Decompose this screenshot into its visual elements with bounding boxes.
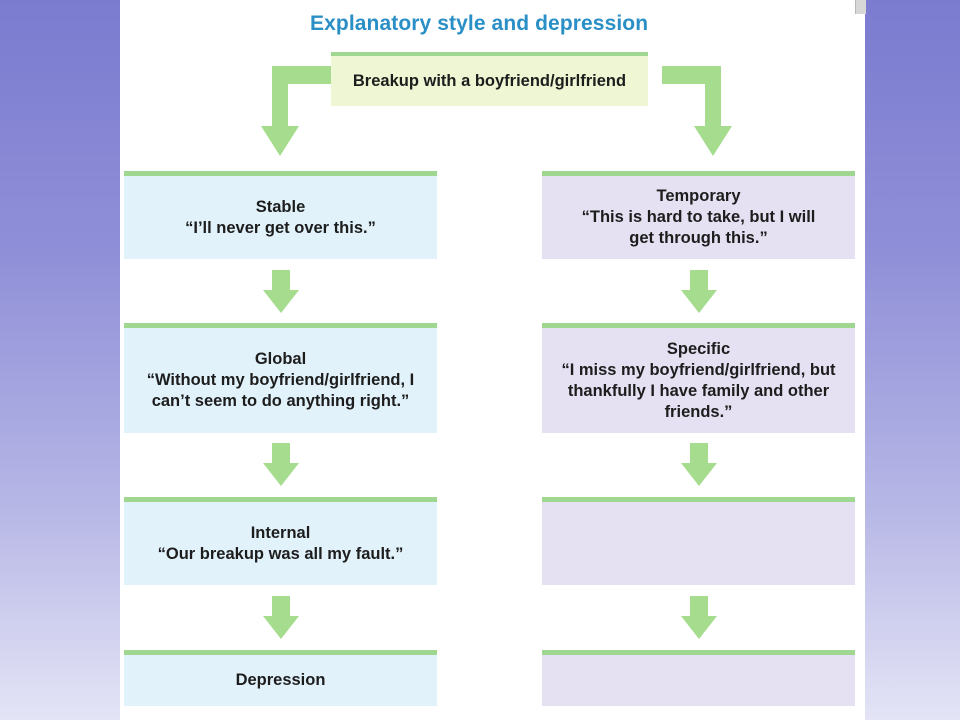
- specific-heading: Specific: [666, 339, 731, 358]
- down-arrow-left-2: [263, 443, 299, 486]
- internal-heading: Internal: [250, 523, 311, 542]
- temporary-heading: Temporary: [656, 187, 741, 205]
- depression-heading: Depression: [235, 671, 326, 689]
- specific-box: Specific “I miss my boyfriend/girlfriend…: [542, 323, 855, 433]
- global-heading: Global: [254, 350, 307, 368]
- internal-quote: “Our breakup was all my fault.”: [157, 544, 404, 563]
- left-elbow-arrow: [261, 66, 331, 156]
- down-arrow-left-1: [263, 270, 299, 313]
- temporary-box: Temporary “This is hard to take, but I w…: [542, 171, 855, 259]
- global-box: Global “Without my boyfriend/girlfriend,…: [124, 323, 437, 433]
- stable-heading: Stable: [255, 197, 306, 216]
- stable-quote: “I’ll never get over this.”: [185, 218, 376, 237]
- down-arrow-left-3: [263, 596, 299, 639]
- down-arrow-right-1: [681, 270, 717, 313]
- stable-box: Stable “I’ll never get over this.”: [124, 171, 437, 259]
- global-quote: “Without my boyfriend/girlfriend, I can’…: [146, 371, 415, 410]
- root-box: Breakup with a boyfriend/girlfriend: [331, 52, 648, 106]
- diagram-title: Explanatory style and depression: [310, 12, 649, 35]
- internal-box: Internal “Our breakup was all my fault.”: [124, 497, 437, 585]
- empty-box-right-3: [542, 497, 855, 585]
- down-arrow-right-3: [681, 596, 717, 639]
- down-arrow-right-2: [681, 443, 717, 486]
- scrollbar-stub: [855, 0, 866, 14]
- root-label: Breakup with a boyfriend/girlfriend: [352, 71, 627, 90]
- right-elbow-arrow: [662, 66, 732, 156]
- depression-box: Depression: [124, 650, 437, 706]
- empty-box-right-4: [542, 650, 855, 706]
- temporary-quote: “This is hard to take, but I will get th…: [581, 208, 816, 247]
- specific-quote: “I miss my boyfriend/girlfriend, but tha…: [561, 360, 836, 421]
